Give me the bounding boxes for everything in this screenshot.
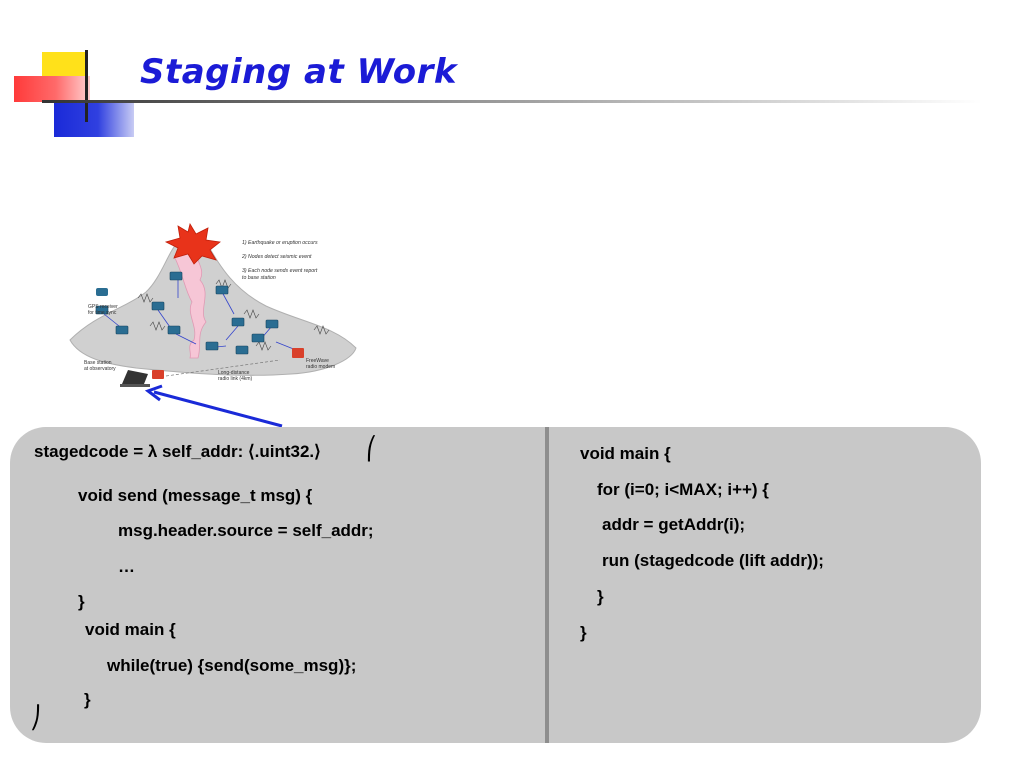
seismic-waves bbox=[137, 279, 330, 351]
sensor-node bbox=[151, 301, 165, 311]
sensor-node bbox=[235, 345, 249, 355]
close-staging-bracket: ⎠ bbox=[30, 706, 41, 731]
figure-step-3: 3) Each node sends event report bbox=[242, 268, 318, 274]
left-code-line-4: … bbox=[118, 557, 135, 576]
sensor-node bbox=[95, 305, 109, 315]
radio-link-label: Long-distance bbox=[218, 370, 250, 376]
left-code-line-8: } bbox=[84, 690, 91, 709]
right-code-line-3: addr = getAddr(i); bbox=[602, 515, 746, 534]
slide-title: Staging at Work bbox=[140, 52, 457, 92]
right-code-line-1: void main { bbox=[580, 444, 671, 463]
sensor-node bbox=[205, 341, 219, 351]
figure-step-3b: to base station bbox=[242, 275, 276, 281]
base-station-label-2: at observatory bbox=[84, 366, 116, 372]
figure-step-2: 2) Nodes detect seismic event bbox=[241, 254, 312, 260]
sensor-node bbox=[115, 325, 129, 335]
base-station-label: Base station bbox=[84, 360, 112, 366]
laptop-icon bbox=[120, 370, 150, 387]
left-code-line-7: while(true) {send(some_msg)}; bbox=[107, 656, 357, 675]
modem-label-2: radio modem bbox=[306, 364, 335, 370]
explosion-icon bbox=[164, 222, 221, 265]
gps-label: GPS receiver bbox=[88, 304, 118, 310]
decor-vertical-line bbox=[85, 50, 88, 122]
freewave-modem-icon bbox=[292, 348, 304, 358]
sensor-nodes bbox=[95, 271, 279, 355]
left-code-line-6: void main { bbox=[85, 620, 176, 639]
sensor-node bbox=[215, 285, 229, 295]
radio-link-line bbox=[165, 359, 281, 377]
title-underline bbox=[42, 100, 982, 103]
left-code-line-1: stagedcode = λ self_addr: ⟨.uint32.⟩ bbox=[34, 442, 321, 461]
left-code-line-2: void send (message_t msg) { bbox=[78, 486, 313, 505]
sensor-node bbox=[251, 333, 265, 343]
modem-label: FreeWave bbox=[306, 358, 329, 364]
figure-step-1: 1) Earthquake or eruption occurs bbox=[242, 240, 318, 246]
code-panel-divider bbox=[545, 427, 549, 743]
lava-channel bbox=[173, 251, 207, 359]
code-panel bbox=[10, 427, 981, 743]
sensor-node bbox=[167, 325, 181, 335]
open-staging-bracket: ⎛ bbox=[366, 437, 377, 462]
decor-blue-bar bbox=[54, 103, 134, 137]
right-code-line-6: } bbox=[580, 623, 587, 642]
base-modem-icon bbox=[152, 370, 164, 379]
volcano-network-figure: 1) Earthquake or eruption occurs 2) Node… bbox=[69, 222, 357, 387]
right-code-line-2: for (i=0; i<MAX; i++) { bbox=[597, 480, 769, 499]
decor-red-bar bbox=[14, 76, 90, 102]
left-code-line-3: msg.header.source = self_addr; bbox=[118, 521, 374, 540]
sensor-node bbox=[231, 317, 245, 327]
sensor-node bbox=[169, 271, 183, 281]
gps-receiver-icon bbox=[96, 288, 108, 296]
left-code-line-5: } bbox=[78, 592, 85, 611]
radio-link-label-2: radio link (4km) bbox=[218, 376, 253, 382]
right-code-line-5: } bbox=[597, 587, 604, 606]
sensor-node bbox=[265, 319, 279, 329]
pointer-arrow bbox=[144, 384, 283, 428]
gps-label-2: for time sync bbox=[88, 310, 117, 316]
right-code-line-4: run (stagedcode (lift addr)); bbox=[602, 551, 824, 570]
